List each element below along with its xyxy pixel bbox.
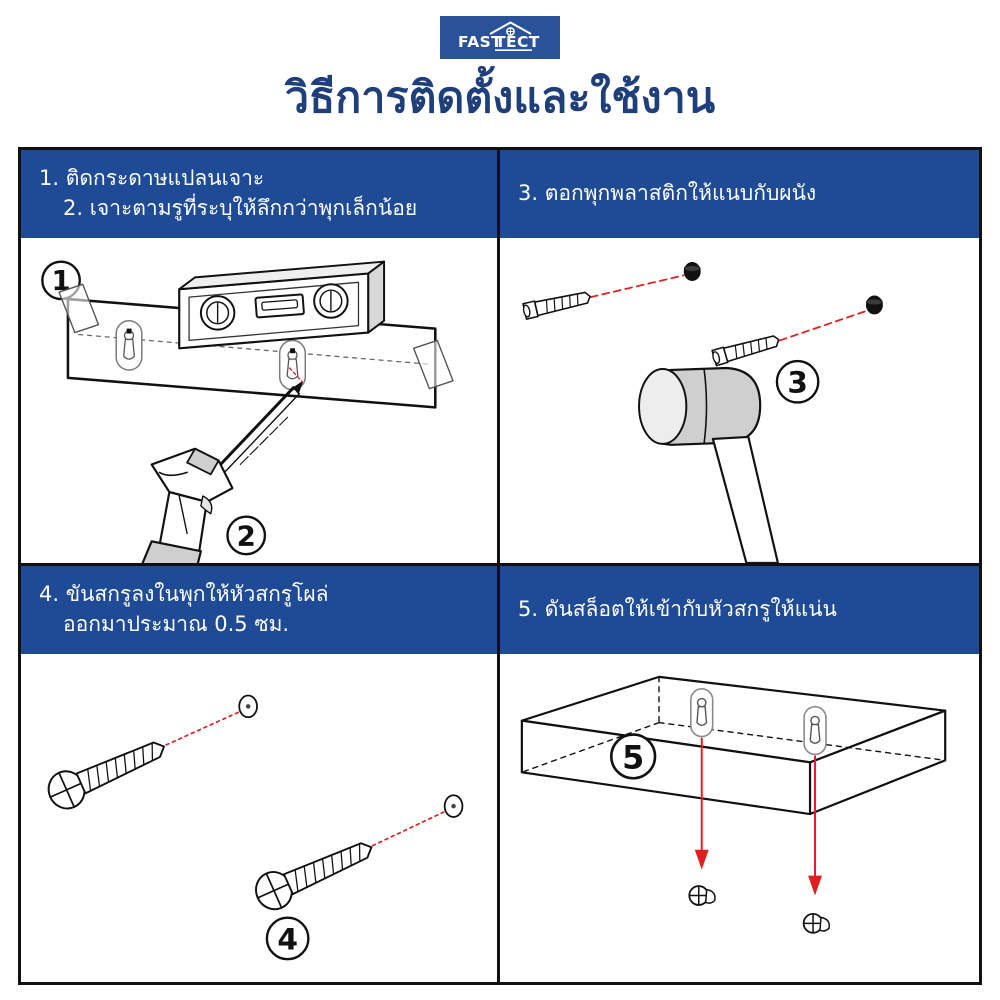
phillips-cross-lower [256, 873, 292, 908]
panel-step-1: 1. ติดกระดาษแปลนเจาะ 2. เจาะตามรูที่ระบุ… [21, 150, 500, 566]
page-title: วิธีการติดตั้งและใช้งาน [284, 73, 716, 123]
logo-artwork: FAST TECT [458, 21, 540, 51]
panel-5-line-1: 5. ดันสล็อตให้เข้ากับหัวสกรูให้แน่น [518, 596, 837, 621]
panel-3-figure-area: 3 [500, 238, 979, 563]
corner-tape-right [412, 339, 454, 390]
logo-text-fast: FAST [458, 33, 502, 51]
drilled-hole-left [683, 262, 701, 281]
figure-level-template-drill: 1 [41, 260, 454, 563]
red-down-arrow-left [694, 737, 709, 870]
shelf-keyhole-right [803, 705, 827, 756]
step-marker-5: 5 [610, 733, 657, 780]
phillips-screw-lower [255, 842, 373, 911]
rubber-mallet [638, 366, 779, 563]
shelf-hidden-edges [521, 676, 946, 773]
panel-3-line-1: 3. ตอกพุกพลาสติกให้แนบกับผนัง [518, 180, 817, 205]
steps-grid: 1. ติดกระดาษแปลนเจาะ 2. เจาะตามรูที่ระบุ… [18, 147, 982, 985]
red-dashed-trajectory-left [589, 274, 685, 298]
keyhole-slot-left [115, 319, 143, 371]
spirit-level [178, 260, 386, 350]
panel-4-line-1: 4. ขันสกรูลงในพุกให้หัวสกรูโผล่ [39, 581, 329, 606]
red-dashed-trajectory-right [778, 309, 868, 342]
corner-tape-left [58, 283, 100, 334]
step-marker-3: 3 [775, 359, 820, 404]
figure-shelf-mounting: 5 [520, 675, 947, 934]
panel-step-3: 3. ตอกพุกพลาสติกให้แนบกับผนัง [500, 150, 979, 566]
svg-text:1: 1 [51, 264, 70, 297]
panel-1-header: 1. ติดกระดาษแปลนเจาะ 2. เจาะตามรูที่ระบุ… [21, 150, 497, 238]
anchor-hole-lower [443, 794, 464, 818]
figure-screws-anchors: 4 [47, 694, 464, 961]
drilled-hole-right [865, 295, 883, 315]
svg-text:4: 4 [277, 922, 298, 956]
panel-1-line-1: 1. ติดกระดาษแปลนเจาะ [39, 165, 265, 190]
brand-logo: FAST TECT [0, 16, 1000, 59]
screw-head-right [802, 913, 830, 934]
panel-1-line-2: 2. เจาะตามรูที่ระบุให้ลึกกว่าพุกเล็กน้อย [63, 196, 418, 220]
svg-text:2: 2 [237, 519, 256, 552]
drill-chuck-collar [186, 447, 220, 476]
panel-4-line-2: ออกมาประมาณ 0.5 ซม. [63, 612, 290, 636]
phillips-cross-upper [49, 772, 84, 807]
house-roof-icon [489, 21, 532, 35]
panel-5-figure-area: 5 [500, 654, 979, 982]
drill-point-marker [288, 367, 304, 383]
wall-anchor-right [711, 335, 780, 367]
anchor-hole-upper [238, 694, 258, 719]
red-dotted-trajectory-lower [371, 811, 445, 847]
red-dotted-trajectory-upper [165, 711, 240, 746]
shelf-keyhole-left [690, 688, 714, 738]
wall-anchor-left [522, 291, 591, 320]
shelf-box [520, 675, 947, 816]
step-marker-4: 4 [265, 916, 310, 961]
panel-1-figure-area: 1 [21, 238, 497, 563]
drill-bit [217, 381, 303, 474]
phillips-screw-upper [47, 741, 165, 810]
mallet-handle [711, 435, 779, 563]
logo-badge: FAST TECT [440, 16, 560, 59]
svg-text:5: 5 [622, 739, 644, 776]
roof-cross-icon [506, 27, 515, 36]
panel-step-4: 4. ขันสกรูลงในพุกให้หัวสกรูโผล่ ออกมาประ… [21, 566, 500, 982]
svg-text:3: 3 [787, 366, 808, 400]
panel-4-figure-area: 4 [21, 654, 497, 982]
red-down-arrow-right [808, 755, 822, 896]
panel-step-5: 5. ดันสล็อตให้เข้ากับหัวสกรูให้แน่น [500, 566, 979, 982]
panel-3-header: 3. ตอกพุกพลาสติกให้แนบกับผนัง [500, 150, 979, 238]
logo-text-tect: TECT [495, 33, 540, 51]
step-marker-2: 2 [226, 515, 267, 556]
power-drill [141, 447, 234, 563]
figure-mallet-anchors: 3 [522, 262, 883, 563]
screw-head-left [688, 885, 716, 906]
drill-battery [141, 540, 202, 563]
panel-5-header: 5. ดันสล็อตให้เข้ากับหัวสกรูให้แน่น [500, 566, 979, 654]
panel-4-header: 4. ขันสกรูลงในพุกให้หัวสกรูโผล่ ออกมาประ… [21, 566, 497, 654]
